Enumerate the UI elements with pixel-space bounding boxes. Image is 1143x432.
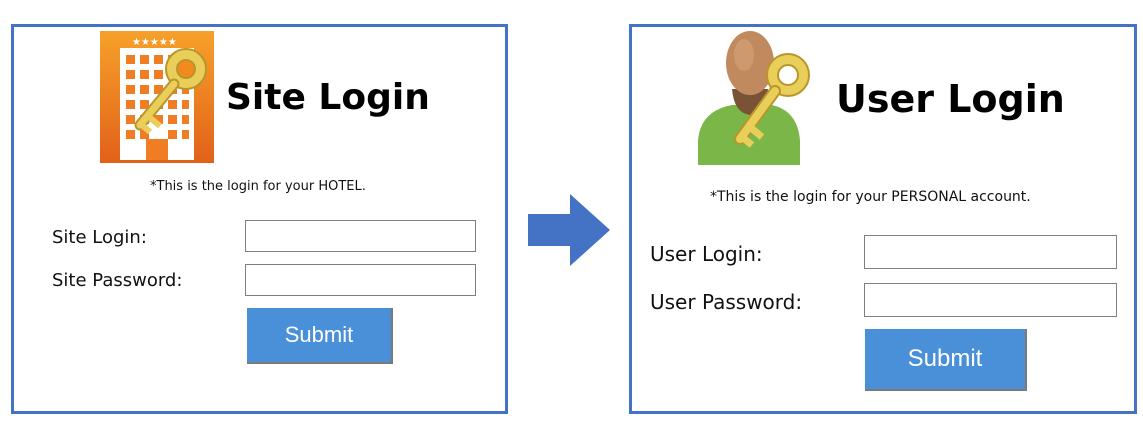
arrow-right-icon	[528, 194, 610, 270]
site-login-label: Site Login:	[52, 227, 147, 248]
user-login-note: *This is the login for your PERSONAL acc…	[710, 189, 1031, 205]
user-key-icon	[694, 29, 824, 173]
user-login-panel: User Login *This is the login for your P…	[629, 24, 1137, 414]
user-password-label: User Password:	[650, 290, 803, 314]
site-login-panel: ★★★★★	[11, 24, 508, 414]
user-login-label: User Login:	[650, 242, 763, 266]
user-submit-button[interactable]: Submit	[865, 329, 1027, 391]
user-password-input[interactable]	[864, 283, 1117, 317]
user-login-title: User Login	[836, 77, 1065, 121]
hotel-key-icon: ★★★★★	[100, 31, 214, 167]
site-login-input[interactable]	[245, 220, 476, 252]
user-login-input[interactable]	[864, 235, 1117, 269]
site-login-title: Site Login	[226, 77, 430, 118]
svg-text:★★★★★: ★★★★★	[132, 37, 177, 48]
site-submit-button[interactable]: Submit	[247, 308, 393, 364]
site-password-input[interactable]	[245, 264, 476, 296]
site-password-label: Site Password:	[52, 270, 183, 291]
site-login-note: *This is the login for your HOTEL.	[150, 179, 366, 194]
